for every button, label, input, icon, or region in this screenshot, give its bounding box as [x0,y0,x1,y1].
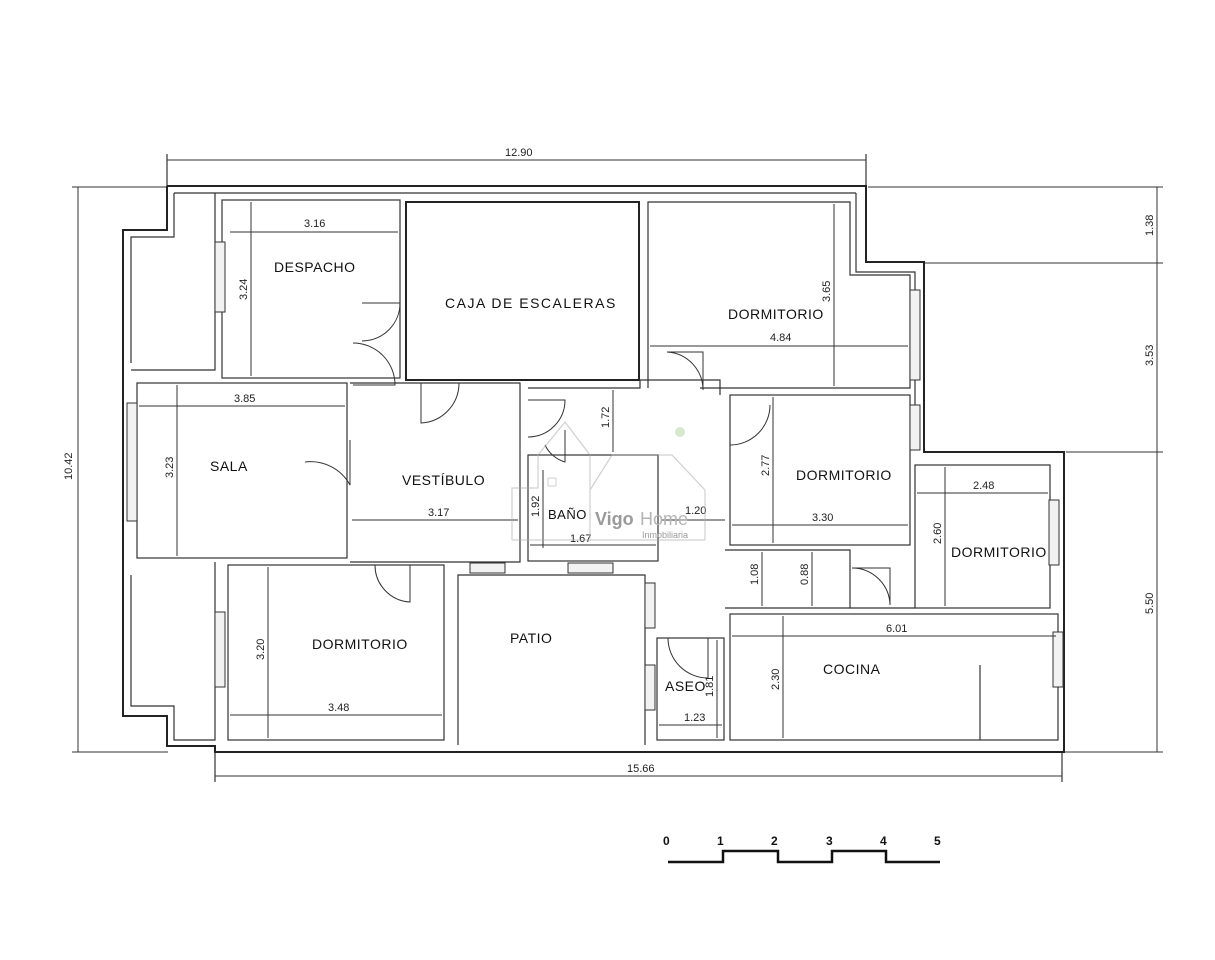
room-label-patio: PATIO [510,630,552,646]
dim-dorm-far-e-h: 2.60 [932,523,944,544]
dim-dorm-ne-h: 3.65 [821,281,833,302]
room-label-dormitorio-e: DORMITORIO [796,467,892,483]
dim-despacho-h: 3.24 [238,279,250,300]
dim-sala-w: 3.85 [234,393,255,405]
door-swings [304,302,891,679]
dim-sala-h: 3.23 [164,457,176,478]
dim-right-mid: 3.53 [1144,345,1156,366]
overall-dimension-lines [72,154,1163,782]
room-label-sala: SALA [210,458,248,474]
dim-dorm-sw-w: 3.48 [328,702,349,714]
room-label-dormitorio-far-e: DORMITORIO [951,544,1047,560]
watermark-brand-home: Home [640,509,688,529]
dim-right-top: 1.38 [1144,215,1156,236]
dim-dorm-ne-w: 4.84 [770,332,791,344]
dim-dorm-e-w: 3.30 [812,512,833,524]
room-label-bano: BAÑO [548,507,587,522]
room-label-cocina: COCINA [823,661,881,677]
scale-label-1: 1 [717,834,724,848]
room-label-caja-escaleras: CAJA DE ESCALERAS [445,295,617,311]
dim-dorm-sw-h: 3.20 [255,639,267,660]
room-label-vestibulo: VESTÍBULO [402,472,485,488]
dim-overall-top: 12.90 [505,147,533,159]
scale-label-5: 5 [934,834,941,848]
scale-label-4: 4 [880,834,887,848]
dim-aseo-h: 1.81 [704,676,716,697]
dim-passage-1: 1.08 [749,564,761,585]
room-label-despacho: DESPACHO [274,259,356,275]
watermark-logo [511,421,706,541]
dim-vestibulo-w: 3.17 [428,507,449,519]
dim-corridor-w: 1.20 [685,505,706,517]
room-label-dormitorio-sw: DORMITORIO [312,636,408,652]
dim-cocina-h: 2.30 [770,669,782,690]
scale-label-0: 0 [663,834,670,848]
scale-label-2: 2 [771,834,778,848]
dim-bano-h: 1.92 [530,496,542,517]
outer-walls [122,185,1065,753]
dim-aseo-w: 1.23 [684,712,705,724]
dim-bano-w: 1.67 [570,533,591,545]
room-label-dormitorio-ne: DORMITORIO [728,306,824,322]
room-label-aseo: ASEO [665,678,706,694]
room-outlines [136,199,1059,745]
scale-label-3: 3 [826,834,833,848]
dim-hall-h: 1.72 [600,407,612,428]
windows [126,241,1064,711]
dim-despacho-w: 3.16 [304,218,325,230]
internal-dimension-lines [139,202,1056,738]
scale-bar [668,849,940,864]
dim-right-bottom: 5.50 [1144,593,1156,614]
dim-dorm-e-h: 2.77 [760,455,772,476]
dim-overall-bottom: 15.66 [627,763,655,775]
dim-overall-left: 10.42 [63,452,75,480]
dim-passage-2: 0.88 [799,564,811,585]
dim-dorm-far-e-w: 2.48 [973,480,994,492]
watermark-subtitle: Inmobiliaria [642,530,688,540]
dim-cocina-w: 6.01 [886,623,907,635]
watermark-brand-vigo: Vigo [595,509,634,529]
